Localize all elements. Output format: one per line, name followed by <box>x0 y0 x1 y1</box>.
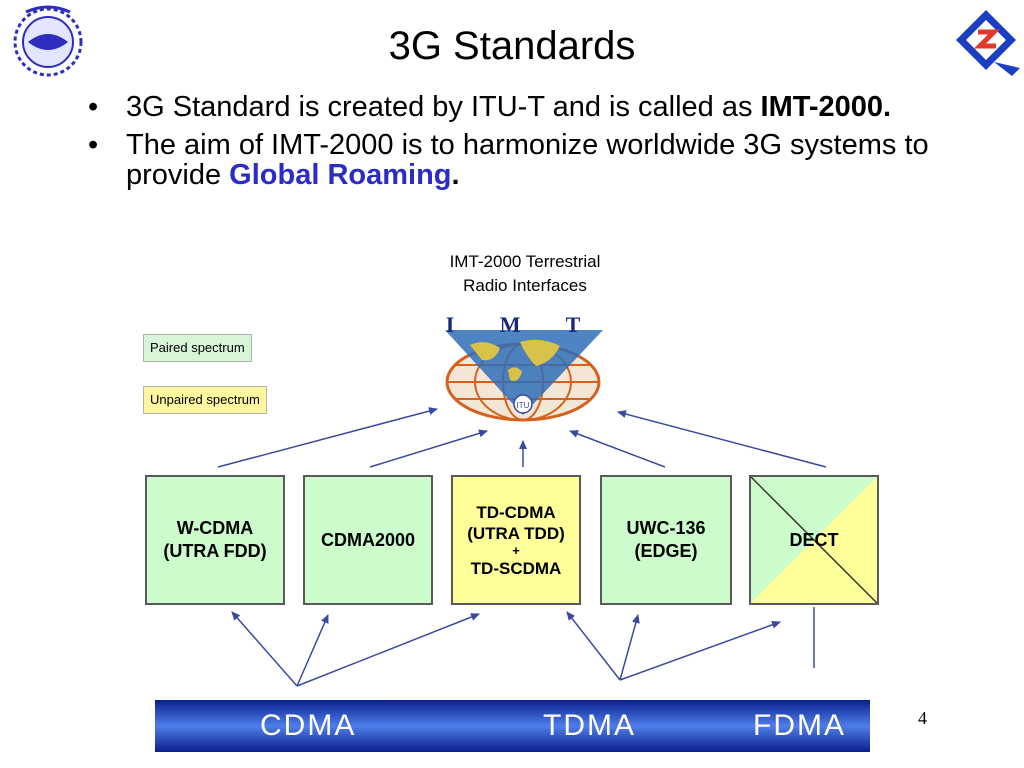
arrow-uwc-to-imt <box>569 430 666 468</box>
bar-label-fdma: FDMA <box>753 709 846 742</box>
quality-q-logo-icon <box>950 6 1022 78</box>
legend-unpaired-spectrum: Unpaired spectrum <box>143 386 267 414</box>
arrow-tdma-to-uwc <box>619 614 640 681</box>
imt-logo-text: I M T <box>446 312 601 337</box>
bullet-item: 3G Standard is created by ITU-T and is c… <box>88 92 968 122</box>
standard-box-dect: DECT <box>749 475 879 605</box>
arrow-cdma-to-tdcdma <box>296 613 480 687</box>
standard-box-cdma2000: CDMA2000 <box>303 475 433 605</box>
dect-split-fill <box>751 477 877 603</box>
imt-itu-globe-logo-icon: ITU I M T <box>445 312 603 422</box>
arrow-cdma-to-cdma2000 <box>296 614 329 687</box>
bullet-list: 3G Standard is created by ITU-T and is c… <box>88 92 968 198</box>
arrow-wcdma-to-imt <box>217 407 438 468</box>
slide-title: 3G Standards <box>388 24 636 68</box>
arrow-cdma2000-to-imt <box>369 429 488 468</box>
page-number: 4 <box>918 708 927 728</box>
arrow-dect-to-imt <box>617 410 827 468</box>
standard-box-tdcdma: TD-CDMA (UTRA TDD) + TD-SCDMA <box>451 475 581 605</box>
arrow-tdma-to-dect <box>619 620 781 681</box>
standard-box-uwc136: UWC-136(EDGE) <box>600 475 732 605</box>
access-technology-bar: CDMA TDMA FDMA <box>155 700 870 752</box>
arrow-tdma-to-tdcdma <box>566 611 621 681</box>
bar-label-cdma: CDMA <box>260 709 357 742</box>
bullet-item: The aim of IMT-2000 is to harmonize worl… <box>88 130 968 190</box>
bar-label-tdma: TDMA <box>543 709 636 742</box>
standard-box-wcdma: W-CDMA(UTRA FDD) <box>145 475 285 605</box>
diagram-title: IMT-2000 Terrestrial Radio Interfaces <box>449 252 601 295</box>
itu-logo-text: ITU <box>517 401 530 410</box>
legend-paired-spectrum: Paired spectrum <box>143 334 252 362</box>
tcil-logo-icon <box>8 4 88 78</box>
arrow-cdma-to-wcdma <box>231 611 298 687</box>
dect-label: DECT <box>789 529 839 550</box>
